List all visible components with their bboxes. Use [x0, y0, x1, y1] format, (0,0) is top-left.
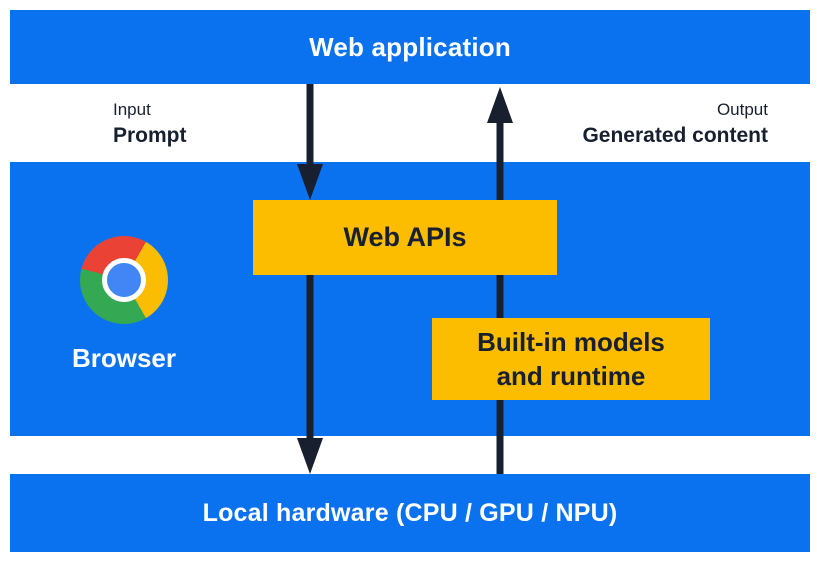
local-hardware-label: Local hardware (CPU / GPU / NPU): [202, 498, 618, 527]
prompt-down-arrow-top: [297, 84, 323, 200]
input-label-group: Input Prompt: [113, 99, 187, 149]
builtin-models-label-line1: Built-in models: [477, 327, 665, 357]
input-value-label: Prompt: [113, 124, 187, 147]
local-hardware-bar: Local hardware (CPU / GPU / NPU): [10, 474, 810, 552]
web-application-label: Web application: [309, 31, 511, 62]
output-label-group: Output Generated content: [582, 99, 768, 149]
builtin-models-label-line2: and runtime: [496, 361, 646, 391]
generated-content-up-arrow: [487, 87, 513, 474]
web-apis-label: Web APIs: [343, 222, 467, 252]
web-apis-node: Web APIs: [253, 200, 557, 275]
prompt-down-arrow-bottom: [297, 271, 323, 474]
web-application-bar: Web application: [10, 10, 810, 84]
browser-label: Browser: [71, 343, 177, 373]
chrome-logo-icon: [80, 236, 168, 324]
chrome-logo-hub-icon: [102, 258, 146, 302]
output-value-label: Generated content: [582, 124, 768, 147]
builtin-models-node: Built-in models and runtime: [432, 318, 710, 400]
input-kind-label: Input: [113, 100, 151, 119]
output-kind-label: Output: [716, 100, 768, 119]
